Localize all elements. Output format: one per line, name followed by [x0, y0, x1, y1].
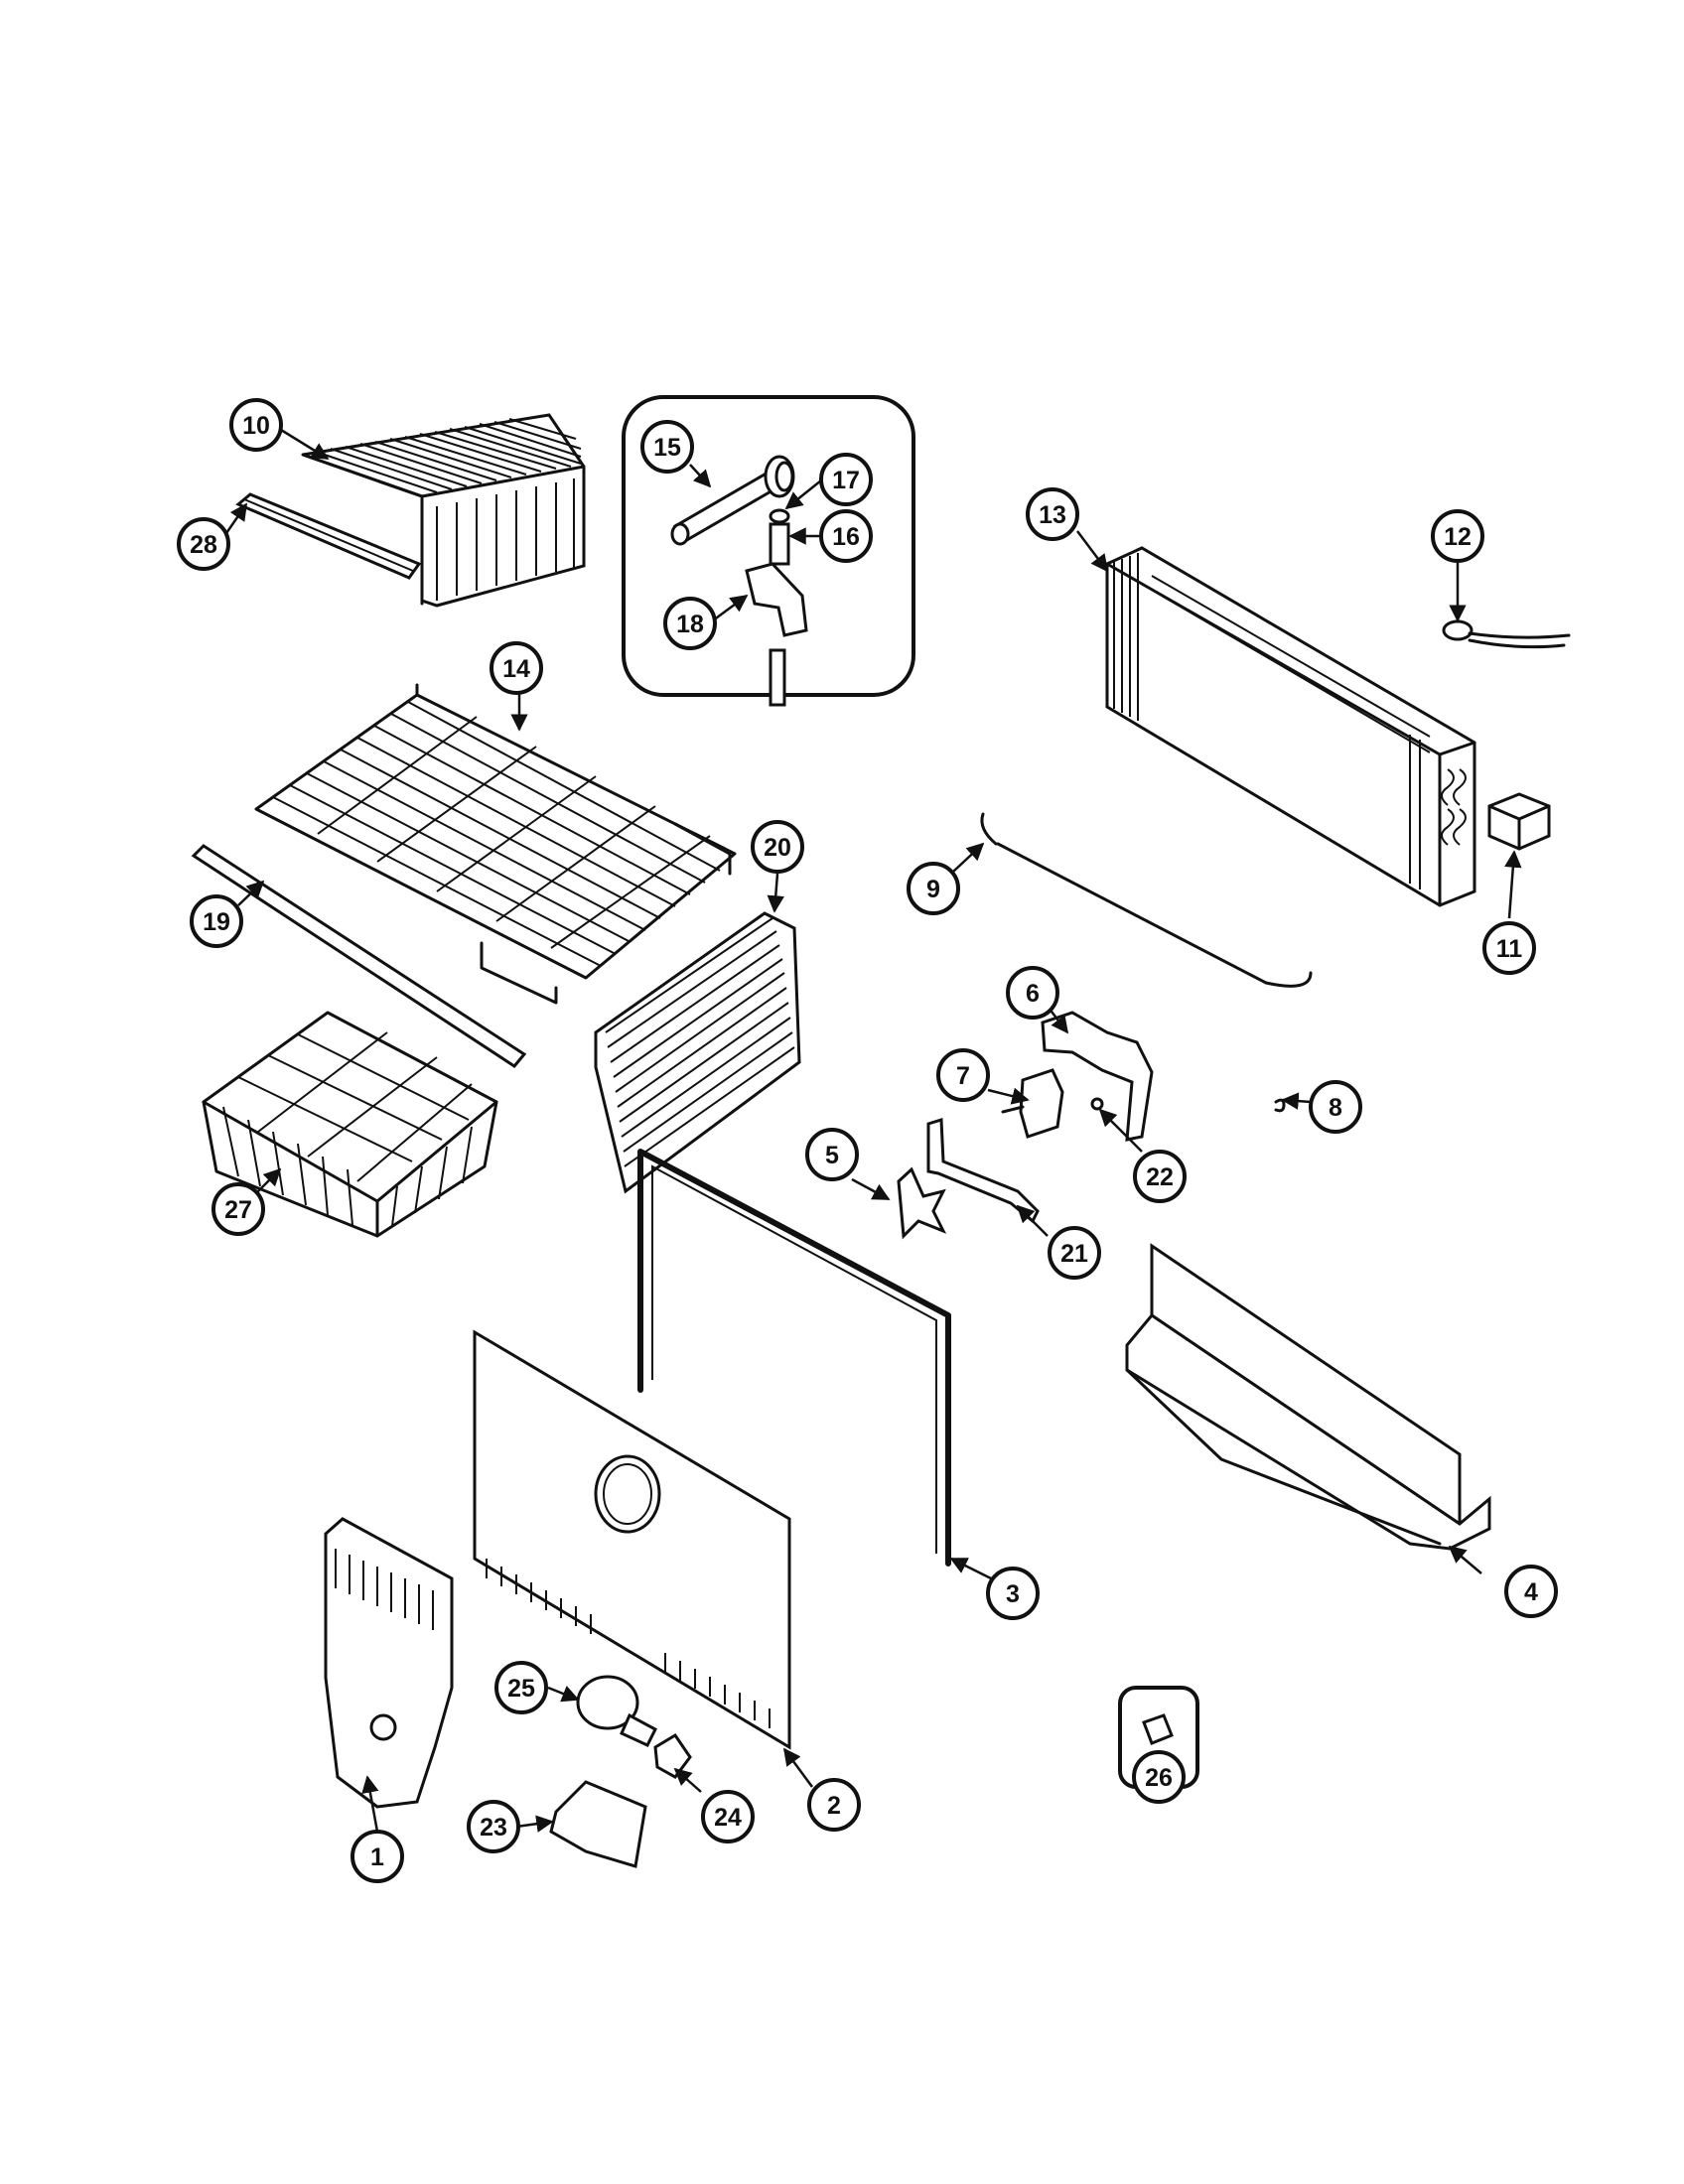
- part-10-evaporator-cover: [301, 413, 586, 608]
- callout-25: 25: [494, 1661, 548, 1714]
- callout-28: 28: [177, 517, 230, 571]
- callout-16: 16: [819, 509, 873, 563]
- part-4-trough: [1125, 1243, 1491, 1551]
- part-14-wire-shelf: [254, 683, 737, 1005]
- svg-text:21: 21: [1060, 1240, 1088, 1268]
- svg-text:6: 6: [1026, 980, 1040, 1008]
- callout-18: 18: [663, 597, 717, 650]
- callout-6: 6: [1006, 966, 1059, 1020]
- callout-15: 15: [640, 420, 694, 474]
- part-5-fan-blade: [897, 1166, 947, 1240]
- svg-text:4: 4: [1524, 1578, 1538, 1606]
- callout-1: 1: [351, 1830, 404, 1883]
- callout-17: 17: [819, 453, 873, 506]
- svg-text:23: 23: [480, 1814, 507, 1842]
- svg-text:18: 18: [676, 611, 704, 638]
- inset-box: [622, 395, 915, 707]
- part-3-gasket: [637, 1149, 951, 1567]
- part-8-clip: [1274, 1098, 1286, 1113]
- svg-text:12: 12: [1444, 523, 1472, 551]
- svg-text:13: 13: [1039, 501, 1066, 529]
- callout-8: 8: [1309, 1080, 1362, 1134]
- svg-text:28: 28: [190, 531, 217, 559]
- part-15-shaft: [672, 469, 782, 544]
- part-13-evaporator: [1105, 546, 1476, 907]
- callout-27: 27: [211, 1182, 265, 1236]
- callout-12: 12: [1431, 509, 1484, 563]
- svg-text:2: 2: [827, 1792, 841, 1820]
- svg-text:16: 16: [832, 523, 860, 551]
- callout-26: 26: [1132, 1750, 1186, 1804]
- part-19-strip: [191, 844, 527, 1068]
- svg-text:11: 11: [1496, 935, 1523, 963]
- callout-21: 21: [1048, 1226, 1101, 1280]
- svg-text:9: 9: [926, 876, 940, 903]
- part-1-light-housing: [324, 1517, 454, 1809]
- part-28-trim-strip: [235, 492, 422, 580]
- svg-text:24: 24: [714, 1804, 742, 1832]
- part-16-tube: [769, 522, 790, 566]
- callout-19: 19: [190, 894, 243, 948]
- svg-text:27: 27: [224, 1196, 252, 1224]
- svg-text:1: 1: [370, 1843, 384, 1871]
- part-24-socket: [653, 1732, 692, 1779]
- part-11-block: [1487, 792, 1551, 851]
- callout-20: 20: [751, 820, 804, 874]
- svg-text:10: 10: [242, 412, 270, 440]
- callout-14: 14: [490, 641, 543, 695]
- part-12-sensor: [1442, 619, 1571, 649]
- callout-11: 11: [1482, 921, 1536, 975]
- svg-text:25: 25: [507, 1675, 535, 1703]
- callout-23: 23: [467, 1800, 520, 1853]
- part-9-heater-rod: [980, 812, 1313, 988]
- svg-text:26: 26: [1145, 1764, 1173, 1792]
- callout-5: 5: [805, 1128, 859, 1181]
- svg-text:20: 20: [764, 834, 791, 862]
- svg-text:19: 19: [203, 908, 230, 936]
- callout-2: 2: [807, 1778, 861, 1832]
- part-27-basket: [202, 1011, 498, 1238]
- svg-text:17: 17: [832, 467, 860, 494]
- callout-24: 24: [701, 1790, 755, 1843]
- svg-text:15: 15: [653, 434, 681, 462]
- part-17-nut: [769, 508, 790, 524]
- part-21-mount-bracket: [926, 1117, 1040, 1224]
- part-22-washer: [1090, 1097, 1104, 1111]
- callout-9: 9: [907, 862, 960, 915]
- part-25-bulb: [576, 1675, 657, 1747]
- part-23-light-cover: [549, 1780, 647, 1868]
- part-18-clip: [745, 562, 808, 637]
- callout-22: 22: [1133, 1150, 1187, 1203]
- callout-3: 3: [986, 1567, 1040, 1620]
- svg-text:22: 22: [1146, 1163, 1174, 1191]
- svg-text:8: 8: [1329, 1094, 1342, 1122]
- svg-text:3: 3: [1006, 1580, 1020, 1608]
- svg-text:5: 5: [825, 1142, 839, 1169]
- part-20-ribbed-cover: [594, 911, 801, 1194]
- callout-13: 13: [1026, 487, 1079, 541]
- part-2-back-panel: [473, 1329, 791, 1750]
- part-6-bracket: [1041, 1011, 1154, 1142]
- callout-4: 4: [1504, 1565, 1558, 1618]
- callout-10: 10: [229, 398, 283, 452]
- callout-7: 7: [936, 1048, 990, 1102]
- part-7-motor: [1001, 1068, 1064, 1139]
- svg-text:7: 7: [956, 1062, 970, 1090]
- svg-text:14: 14: [502, 655, 530, 683]
